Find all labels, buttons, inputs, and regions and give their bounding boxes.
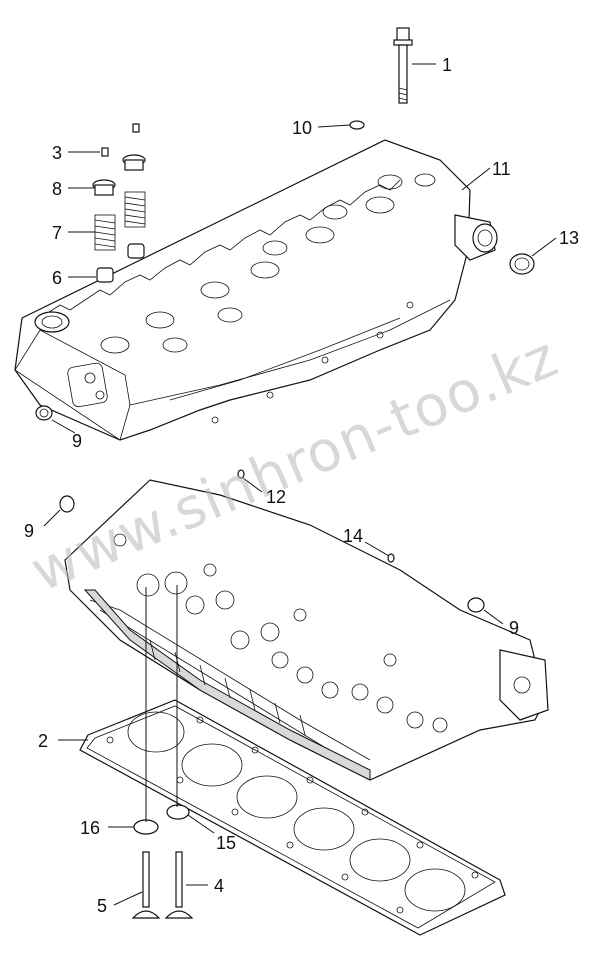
block-bores bbox=[113, 533, 448, 733]
callout-6: 6 bbox=[52, 268, 62, 288]
head-gasket bbox=[79, 699, 506, 936]
cylinder-head bbox=[14, 139, 498, 441]
callout-11: 11 bbox=[492, 159, 511, 179]
callout-3: 3 bbox=[52, 143, 62, 163]
head-bolt bbox=[393, 27, 413, 104]
seal-15 bbox=[166, 804, 190, 820]
callout-4: 4 bbox=[214, 876, 224, 896]
callout-9b: 9 bbox=[24, 521, 34, 541]
callout-13: 13 bbox=[559, 228, 579, 248]
callout-1: 1 bbox=[442, 55, 452, 75]
gasket-holes bbox=[106, 716, 479, 914]
leader-lines bbox=[43, 63, 557, 906]
callout-5: 5 bbox=[97, 896, 107, 916]
callout-12: 12 bbox=[266, 487, 286, 507]
valves bbox=[131, 851, 194, 919]
cylinder-block bbox=[59, 469, 549, 781]
callout-2: 2 bbox=[38, 731, 48, 751]
callout-7: 7 bbox=[52, 223, 62, 243]
seal-16 bbox=[133, 819, 159, 835]
callout-9a: 9 bbox=[72, 431, 82, 451]
callouts: 1 2 3 4 5 6 7 8 9 9 9 10 11 12 13 14 15 … bbox=[24, 55, 579, 916]
callout-8: 8 bbox=[52, 179, 62, 199]
valve-parts-upper bbox=[35, 120, 535, 421]
valve-clusters bbox=[100, 173, 436, 354]
callout-14: 14 bbox=[343, 526, 363, 546]
callout-9c: 9 bbox=[509, 618, 519, 638]
callout-15: 15 bbox=[216, 833, 236, 853]
callout-16: 16 bbox=[80, 818, 100, 838]
callout-10: 10 bbox=[292, 118, 312, 138]
